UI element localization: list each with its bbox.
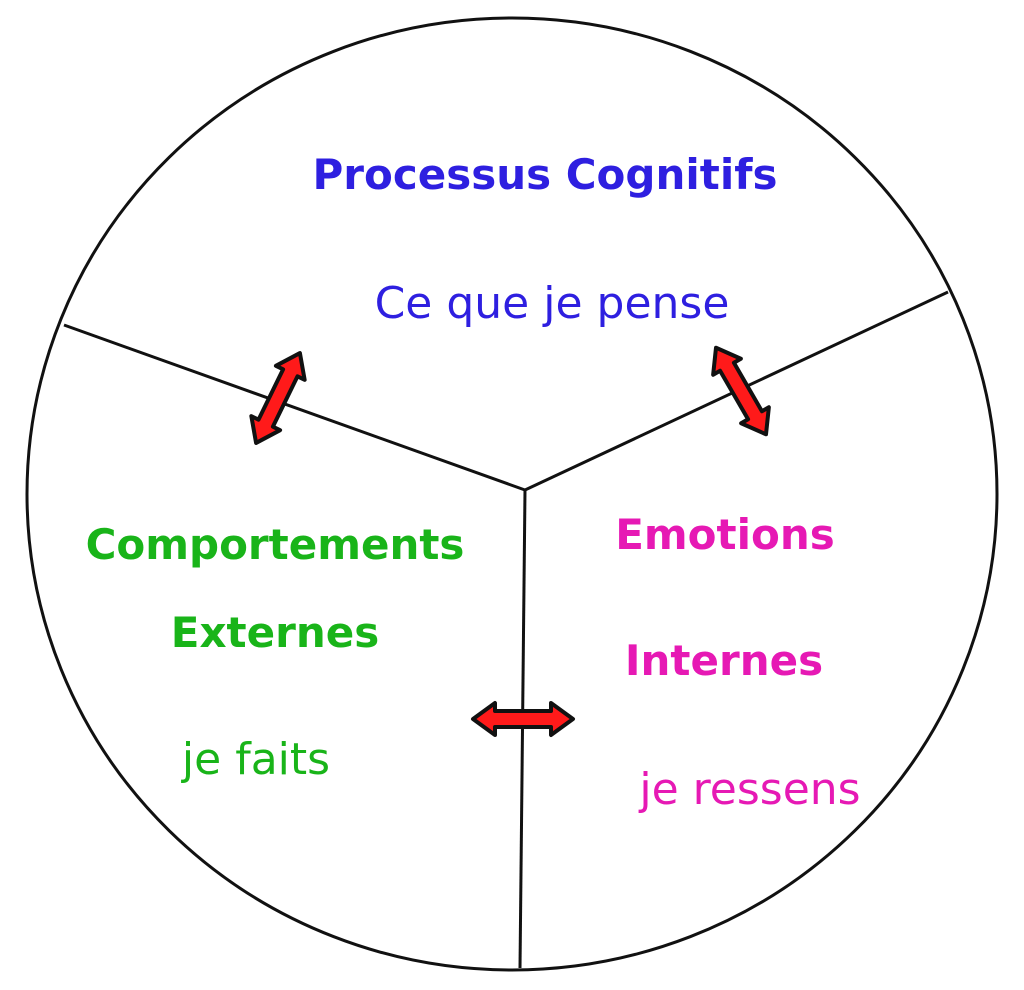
- cognitive-title: Processus Cognitifs: [312, 150, 778, 199]
- behaviour-subtitle: je faits: [181, 734, 331, 785]
- emotion-title-line1: Emotions: [615, 510, 835, 559]
- emotion-title-line2: Internes: [624, 636, 824, 685]
- double-arrow-icon-bottom: [471, 701, 575, 737]
- divider-left: [63, 323, 526, 492]
- double-arrow-icon-left: [249, 351, 307, 445]
- outer-circle: [25, 16, 999, 972]
- behaviour-title-line2: Externes: [170, 608, 380, 657]
- emotion-subtitle: je ressens: [639, 764, 861, 815]
- cognitive-subtitle: Ce que je pense: [374, 278, 730, 329]
- double-arrow-icon-right: [711, 345, 771, 437]
- behaviour-title-line1: Comportements: [85, 520, 465, 569]
